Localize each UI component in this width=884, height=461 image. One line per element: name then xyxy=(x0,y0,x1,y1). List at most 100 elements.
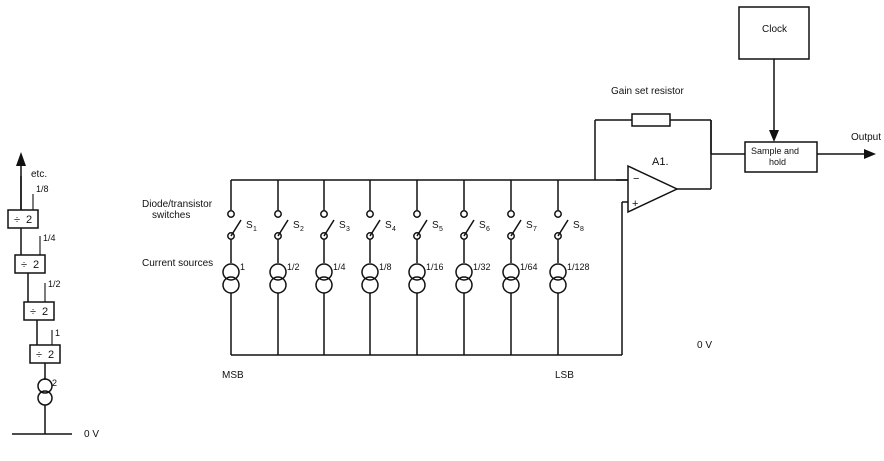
switch-label: S xyxy=(246,220,253,231)
switch-subscript: 6 xyxy=(486,226,490,233)
current-source-icon xyxy=(361,263,379,281)
switch-label: S xyxy=(526,220,533,231)
divider-box xyxy=(29,344,61,364)
divide-symbol: ÷ xyxy=(21,259,27,271)
output-label: Output xyxy=(851,132,881,143)
switch-label: S xyxy=(293,220,300,231)
switch-blade xyxy=(510,219,522,237)
msb-label: MSB xyxy=(222,370,244,381)
lsb-label: LSB xyxy=(555,370,574,381)
output-arrow xyxy=(864,149,876,159)
switch-contact xyxy=(554,210,562,218)
chain-up-arrow xyxy=(16,152,26,166)
current-source-icon xyxy=(455,263,473,281)
ground-label: 0 V xyxy=(697,340,712,351)
switch-subscript: 2 xyxy=(300,226,304,233)
ratio-label: 1/4 xyxy=(43,233,56,243)
current-source-icon xyxy=(315,263,333,281)
switches-label-line2: switches xyxy=(152,210,190,221)
switch-blade xyxy=(323,219,335,237)
source-value-label: 1/32 xyxy=(473,262,491,272)
source-value-label: 1/2 xyxy=(287,262,300,272)
source-value-label: 1/4 xyxy=(333,262,346,272)
clock-box xyxy=(738,6,810,60)
source-value-label: 1/128 xyxy=(567,262,590,272)
switch-blade xyxy=(277,219,289,237)
source-value-label: 1/8 xyxy=(379,262,392,272)
divide-value: 2 xyxy=(42,306,48,318)
switch-blade xyxy=(463,219,475,237)
switch-contact xyxy=(413,210,421,218)
source-value-label: 1 xyxy=(240,262,245,272)
chain-ground-label: 0 V xyxy=(84,429,99,440)
clock: Clock xyxy=(738,6,810,142)
current-source-icon xyxy=(222,263,240,281)
source-label: 2 xyxy=(52,378,57,388)
chain-current-source xyxy=(37,378,53,434)
output: Output xyxy=(817,132,881,159)
gain-resistor-label: Gain set resistor xyxy=(611,86,684,97)
source-value-label: 1/16 xyxy=(426,262,444,272)
sample-hold-box xyxy=(744,141,818,173)
op-amp: − + A1. xyxy=(616,156,711,355)
switch-contact xyxy=(460,210,468,218)
switch-subscript: 4 xyxy=(392,226,396,233)
clock-label: Clock xyxy=(762,24,788,35)
current-source-icon xyxy=(408,263,426,281)
switch-blade xyxy=(369,219,381,237)
gain-resistor xyxy=(631,113,671,127)
divide-symbol: ÷ xyxy=(30,306,36,318)
ratio-label: 1 xyxy=(55,328,60,338)
ratio-label: 1/8 xyxy=(36,184,49,194)
switch-contact xyxy=(227,210,235,218)
current-source-icon xyxy=(502,263,520,281)
divide-value: 2 xyxy=(48,349,54,361)
op-amp-plus: + xyxy=(632,198,638,210)
dac-main: Diode/transistor switches Current source… xyxy=(142,6,881,381)
switch-label: S xyxy=(432,220,439,231)
current-source-icon xyxy=(549,263,567,281)
sample-hold-label-line1: Sample and xyxy=(751,146,799,156)
switch-blade xyxy=(416,219,428,237)
switch-label: S xyxy=(479,220,486,231)
switch-contact xyxy=(366,210,374,218)
switch-subscript: 7 xyxy=(533,226,537,233)
sample-and-hold: Sample and hold xyxy=(744,141,818,173)
divider-chain: etc. 1/8 ÷ 2 1/4 ÷ 2 1/2 ÷ 2 1 ÷ 2 2 xyxy=(7,152,99,440)
divider-box xyxy=(7,209,39,229)
sample-hold-label-line2: hold xyxy=(769,157,786,167)
switch-blade xyxy=(230,219,242,237)
switch-contact xyxy=(274,210,282,218)
etc-label: etc. xyxy=(31,169,47,180)
switch-blade xyxy=(557,219,569,237)
switch-subscript: 1 xyxy=(253,226,257,233)
current-sources-label: Current sources xyxy=(142,258,213,269)
switch-label: S xyxy=(573,220,580,231)
switch-label: S xyxy=(339,220,346,231)
switch-subscript: 8 xyxy=(580,226,584,233)
op-amp-label: A1. xyxy=(652,156,669,168)
switch-subscript: 3 xyxy=(346,226,350,233)
current-source-icon xyxy=(269,263,287,281)
divide-value: 2 xyxy=(26,214,32,226)
clock-arrow xyxy=(769,130,779,142)
feedback-network: Gain set resistor xyxy=(594,86,712,189)
switch-subscript: 5 xyxy=(439,226,443,233)
divider-box xyxy=(14,254,46,274)
switch-label: S xyxy=(385,220,392,231)
switches-label-line1: Diode/transistor xyxy=(142,199,213,210)
op-amp-minus: − xyxy=(633,173,639,185)
op-amp-triangle xyxy=(627,164,679,214)
source-value-label: 1/64 xyxy=(520,262,538,272)
